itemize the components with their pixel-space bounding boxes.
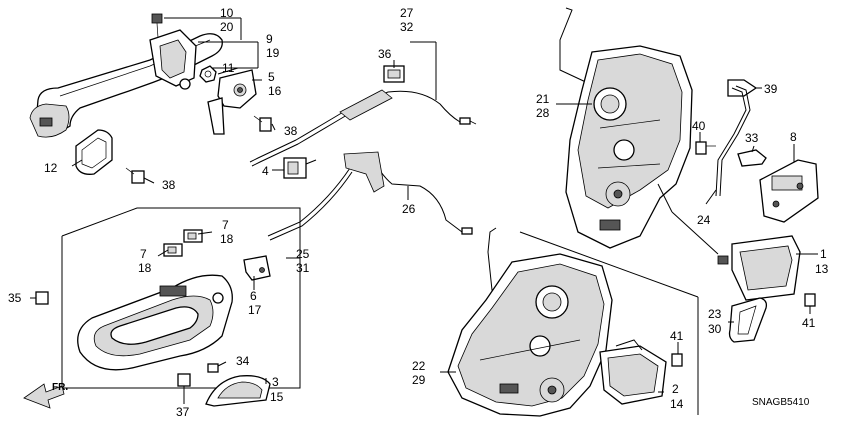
callout-30: 30 — [708, 322, 722, 336]
cover-2 — [599, 339, 667, 405]
cable-upper — [249, 89, 477, 167]
callout-7-upper: 7 — [222, 218, 229, 232]
callout-39: 39 — [764, 82, 778, 96]
callout-23: 23 — [708, 307, 722, 321]
callout-13: 13 — [815, 262, 829, 276]
bolt-38-right — [253, 115, 272, 132]
bracket-6 — [243, 255, 271, 281]
callout-3: 3 — [272, 375, 279, 389]
bolt-41-right — [804, 293, 816, 307]
callouts: 10 20 9 19 11 5 16 38 12 38 4 36 27 32 2… — [8, 6, 829, 419]
callout-37: 37 — [176, 405, 190, 419]
inner-door-handle — [77, 274, 233, 371]
callout-32: 32 — [400, 20, 414, 34]
inner-handle-group-frame — [61, 207, 301, 389]
callout-18-upper: 18 — [220, 232, 234, 246]
callout-17: 17 — [248, 303, 262, 317]
striker-8 — [759, 159, 819, 223]
cable-lower — [267, 151, 473, 241]
upper-latch-assembly — [559, 7, 693, 249]
leader-lines — [30, 17, 818, 404]
bolt-41-lower — [671, 353, 683, 367]
nut-35 — [35, 291, 49, 305]
clip-36 — [383, 65, 405, 83]
callout-41-right: 41 — [802, 316, 816, 330]
callout-18-lower: 18 — [138, 261, 152, 275]
clip-7-upper — [183, 229, 203, 243]
seal-23 — [728, 297, 768, 343]
callout-21: 21 — [536, 92, 550, 106]
callout-16: 16 — [268, 84, 282, 98]
callout-33: 33 — [745, 131, 759, 145]
cable-end-4 — [283, 157, 317, 179]
callout-9: 9 — [266, 32, 273, 46]
bolt-38-left — [125, 167, 145, 184]
rod-24 — [715, 85, 751, 197]
lower-latch-assembly — [447, 227, 613, 417]
callout-24: 24 — [697, 213, 711, 227]
clip-7-lower — [163, 243, 183, 257]
callout-38-right: 38 — [284, 124, 298, 138]
screw-33 — [737, 149, 767, 167]
handle-bracket-5 — [207, 69, 257, 135]
callout-28: 28 — [536, 106, 550, 120]
callout-35: 35 — [8, 291, 22, 305]
rear-latch-group-frame — [519, 231, 699, 415]
callout-7-lower: 7 — [140, 247, 147, 261]
callout-27: 27 — [400, 6, 414, 20]
callout-19: 19 — [266, 46, 280, 60]
callout-29: 29 — [412, 373, 426, 387]
front-direction-arrow — [23, 383, 65, 409]
callout-5: 5 — [268, 70, 275, 84]
screw-34 — [207, 363, 219, 373]
bolt-40 — [695, 141, 716, 155]
callout-36: 36 — [378, 47, 392, 61]
callout-6: 6 — [250, 289, 257, 303]
callout-20: 20 — [220, 20, 234, 34]
callout-1: 1 — [820, 247, 827, 261]
callout-26: 26 — [402, 202, 416, 216]
clip-37 — [177, 373, 191, 387]
callout-34: 34 — [236, 354, 250, 368]
front-direction-label: FR. — [52, 382, 68, 393]
nut-11 — [199, 65, 217, 83]
callout-41-lower: 41 — [670, 329, 684, 343]
cap-3 — [205, 375, 271, 407]
callout-15: 15 — [270, 390, 284, 404]
callout-25: 25 — [296, 247, 310, 261]
callout-11: 11 — [222, 61, 235, 75]
callout-4: 4 — [262, 164, 269, 178]
callout-31: 31 — [296, 261, 310, 275]
handle-cover-12 — [75, 129, 113, 175]
callout-22: 22 — [412, 359, 426, 373]
callout-40: 40 — [692, 119, 706, 133]
callout-8: 8 — [790, 130, 797, 144]
callout-2: 2 — [672, 382, 679, 396]
diagram-code: SNAGB5410 — [752, 397, 810, 408]
callout-14: 14 — [670, 397, 684, 411]
callout-12: 12 — [44, 161, 58, 175]
outer-door-handle — [29, 13, 223, 138]
cover-1 — [717, 235, 801, 301]
callout-10: 10 — [220, 6, 234, 20]
callout-38-left: 38 — [162, 178, 176, 192]
